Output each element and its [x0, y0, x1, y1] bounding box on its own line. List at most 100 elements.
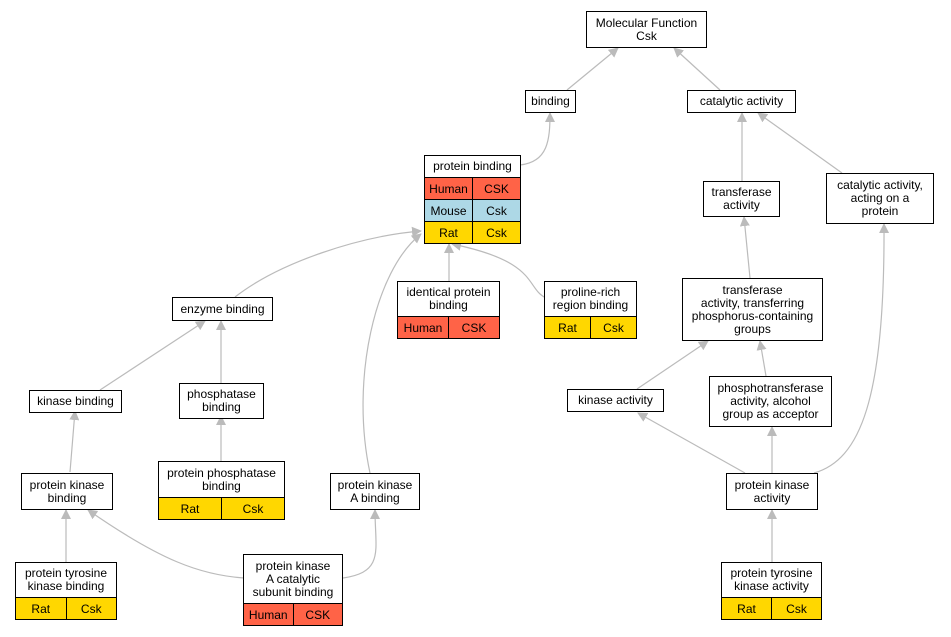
species-cell: Rat	[558, 320, 577, 335]
node-label-line: enzyme binding	[180, 301, 265, 316]
edge-phosphotransferase-to-transferase-p	[756, 340, 767, 377]
species-cell: Rat	[439, 225, 458, 240]
gene-cell: Csk	[472, 200, 520, 221]
species-cell: Mouse	[430, 203, 467, 218]
node-binding[interactable]: binding	[525, 90, 576, 113]
species-cell: Human	[429, 181, 468, 196]
node-label-line: activity	[753, 490, 791, 505]
node-label-line: kinase activity	[734, 579, 809, 593]
edge-enzyme-to-protein-binding	[234, 226, 422, 298]
node-label-line: binding	[47, 490, 87, 505]
edge-proline-to-protein-binding	[451, 240, 547, 299]
node-label-line: protein kinase	[734, 477, 810, 492]
edge-pk-activity-to-kinase-activity	[637, 412, 746, 474]
species-cell: Rat	[180, 501, 200, 516]
node-label-line: binding	[202, 400, 241, 414]
node-label-line: protein tyrosine	[24, 566, 108, 580]
node-label-line: kinase binding	[37, 394, 114, 408]
node-label: binding	[526, 91, 575, 112]
node-label: kinase binding	[30, 391, 121, 412]
node-label-line: group as acceptor	[722, 407, 819, 421]
node-label-line: activity, transferring	[700, 295, 805, 310]
edge-protein-binding-to-binding	[519, 112, 555, 166]
species-cell: Human	[248, 607, 288, 622]
node-label-line: subunit binding	[252, 584, 334, 599]
annotation-row: Rat Csk	[545, 316, 636, 338]
node-label-line: protein	[861, 204, 899, 218]
node-catalytic-activity[interactable]: catalytic activity	[687, 90, 796, 113]
node-label-line: identical protein	[406, 285, 491, 299]
node-kinase-activity[interactable]: kinase activity	[567, 389, 664, 412]
edge-pk-binding-to-kinase-binding	[69, 410, 80, 473]
node-label-line: proline-rich	[560, 285, 621, 299]
node-label-line: acting on a	[850, 191, 910, 205]
edge-binding-to-mf	[566, 47, 619, 91]
node-label-line: protein tyrosine	[730, 566, 813, 580]
node-label-line: kinase binding	[27, 579, 105, 593]
node-label: protein binding	[425, 156, 520, 177]
annotation-row: Human CSK	[398, 316, 499, 338]
node-label-line: protein kinase	[255, 558, 331, 573]
node-label-line: protein phosphatase	[167, 465, 276, 480]
node-label-line: protein kinase	[29, 477, 105, 492]
node-kinase-binding[interactable]: kinase binding	[29, 390, 122, 413]
node-label-line: catalytic activity,	[837, 178, 923, 192]
node-label-line: kinase activity	[578, 393, 653, 407]
edge-pka-binding-to-protein-binding	[362, 233, 422, 474]
node-label-line: binding	[202, 478, 241, 493]
node-label-line: A catalytic	[265, 571, 321, 586]
gene-cell: Csk	[771, 598, 821, 619]
gene-cell: Csk	[65, 598, 117, 619]
gene-cell: CSK	[448, 317, 499, 338]
node-label-line: binding	[429, 298, 468, 312]
node-label: enzyme binding	[173, 298, 272, 320]
gene-cell: CSK	[472, 178, 520, 199]
node-label-line: transferase	[722, 282, 783, 297]
edge-cat-protein-to-catalytic	[757, 112, 843, 174]
gene-cell: CSK	[292, 604, 343, 625]
annotation-row: Human CSK	[244, 603, 342, 625]
node-label-line: region binding	[552, 298, 629, 312]
gene-cell: Csk	[590, 317, 636, 338]
node-label-line: protein kinase	[337, 477, 413, 492]
edge-pka-cat-to-pk-binding	[87, 509, 245, 579]
edge-transferase-p-to-transferase	[739, 216, 751, 279]
species-cell: Human	[403, 320, 443, 335]
node-enzyme-binding[interactable]: enzyme binding	[172, 297, 273, 321]
node-label-line: activity	[723, 198, 760, 212]
node-label: catalytic activity	[688, 91, 795, 112]
node-label: kinase activity	[568, 390, 663, 411]
